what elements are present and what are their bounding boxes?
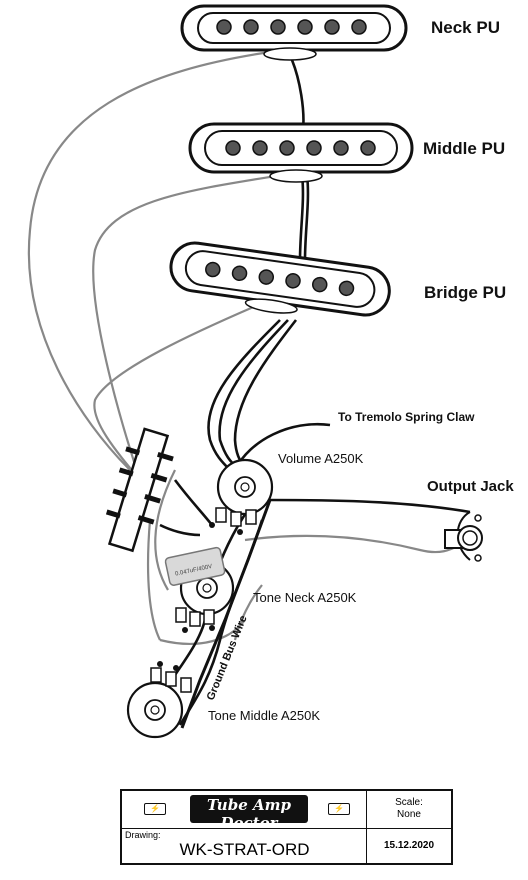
date-cell: 15.12.2020 [367, 829, 451, 863]
drawing-name: WK-STRAT-ORD [179, 840, 310, 859]
output-jack [444, 511, 483, 562]
middle-pu-label: Middle PU [423, 139, 506, 158]
ground-bus-wire [180, 499, 272, 729]
drawing-label: Drawing: [125, 830, 161, 840]
plug-left-icon: ⚡ [144, 803, 166, 815]
scale-cell: Scale: None [367, 791, 451, 829]
tone-capacitor [164, 546, 226, 586]
output-jack-label: Output Jack [427, 478, 514, 495]
logo-subtext: EST. 1985 · WORMS, GERMANY [204, 832, 294, 838]
scale-value: None [397, 809, 421, 820]
date-value: 15.12.2020 [383, 840, 435, 851]
tremolo-label: To Tremolo Spring Claw [338, 410, 475, 424]
tone-middle-label: Tone Middle A250K [208, 708, 321, 723]
tone-middle-pot [126, 661, 192, 739]
neck-pu-label: Neck PU [431, 18, 500, 37]
volume-label: Volume A250K [278, 451, 364, 466]
logo-text: Tube Amp Doctor [207, 796, 291, 832]
scale-label: Scale: [395, 797, 423, 808]
volume-pot [209, 458, 274, 535]
title-block-top-row: ⚡ Tube Amp Doctor EST. 1985 · WORMS, GER… [122, 791, 367, 838]
ground-wires [27, 50, 461, 645]
logo: Tube Amp Doctor EST. 1985 · WORMS, GERMA… [190, 795, 308, 838]
bridge-pu-label: Bridge PU [424, 283, 507, 302]
drawing-cell: Drawing: WK-STRAT-ORD [122, 829, 367, 863]
title-block: ⚡ Tube Amp Doctor EST. 1985 · WORMS, GER… [120, 789, 453, 865]
plug-right-icon: ⚡ [328, 803, 350, 815]
middle-pickup [188, 122, 414, 183]
bridge-pickup [169, 241, 391, 317]
tone-neck-label: Tone Neck A250K [253, 590, 357, 605]
five-way-switch [105, 427, 174, 553]
neck-pickup [180, 4, 408, 61]
